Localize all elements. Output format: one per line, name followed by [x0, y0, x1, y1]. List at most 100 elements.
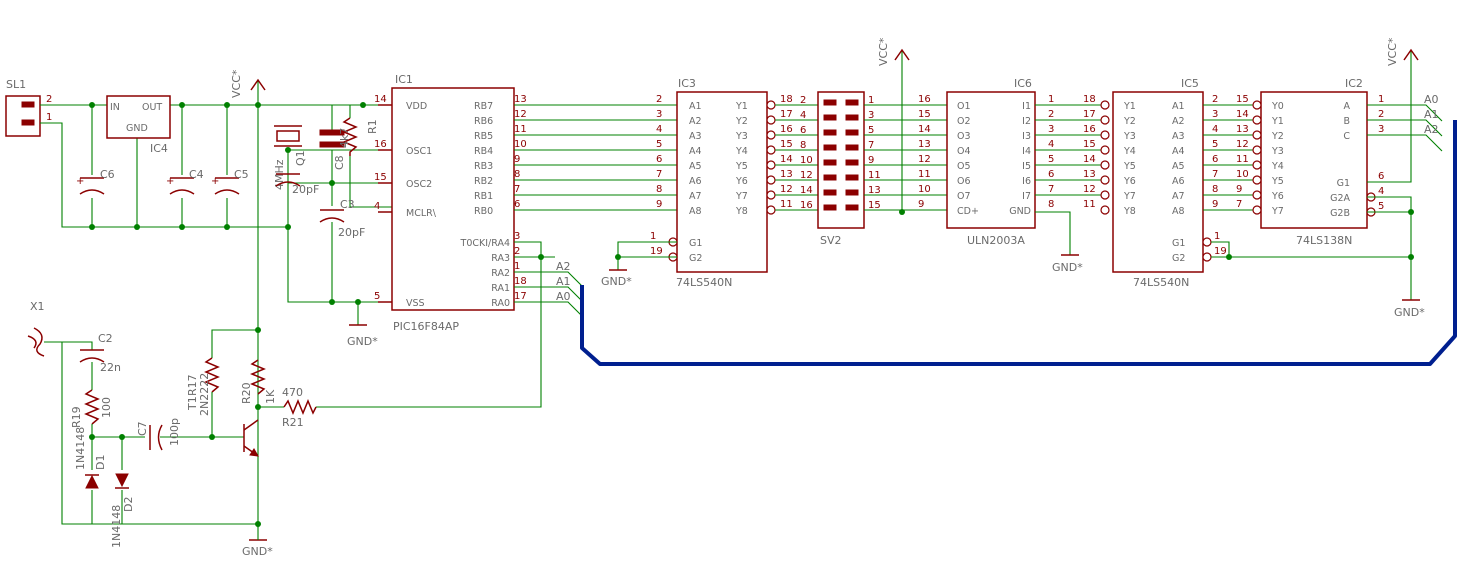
ic5-pin-number: 4	[1212, 124, 1218, 135]
ic3-pin-label: A8	[689, 206, 702, 217]
junction	[119, 434, 125, 440]
ic1-pin-label: RA3	[491, 253, 510, 264]
ic6-pin-number: 15	[918, 109, 931, 120]
sv2-pin-number: 12	[800, 170, 813, 181]
bus-label-a1-left: A1	[556, 275, 571, 288]
inverter-bubble	[766, 100, 776, 110]
ic1-pin-label: RA0	[491, 298, 510, 309]
resistor-r17	[204, 357, 220, 393]
ic1-pin-label: VSS	[406, 298, 425, 309]
ic1-pin-number: 1	[514, 261, 520, 272]
inverter-bubble	[1252, 130, 1262, 140]
r20-label: R20	[240, 382, 253, 404]
ic5-pin-label: Y1	[1123, 101, 1136, 112]
junction	[179, 224, 185, 230]
reg-gnd-label: GND	[126, 123, 148, 134]
oscillator-section: Q1 4MHz 20pF C8 R1 4k7 C3 20pF GND*	[273, 102, 392, 348]
sv2-pin-number: 6	[800, 125, 806, 136]
sv2-pin-number: 10	[800, 155, 813, 166]
capacitor-c4: +	[166, 176, 195, 195]
ic2-chip: IC2 74LS138N 15Y014Y113Y212Y311Y410Y59Y6…	[1203, 77, 1384, 247]
c7-label: C7	[136, 421, 149, 436]
ic2-pin-number: 6	[1378, 171, 1384, 182]
ic3-pin-label: A2	[689, 116, 702, 127]
ic2-pin-label: Y3	[1271, 146, 1284, 157]
inverter-bubble	[1100, 190, 1110, 200]
ic5-pin-label: A2	[1172, 116, 1185, 127]
ic6-pin-label: O4	[957, 146, 971, 157]
ic6-pin-label: I1	[1022, 101, 1031, 112]
ic2-pin-number: 14	[1236, 109, 1249, 120]
ic1-pin-label: MCLR\	[406, 208, 437, 219]
header-pin	[845, 159, 859, 166]
ic2-pin-number: 4	[1378, 186, 1384, 197]
transistor-t1	[243, 419, 259, 457]
header-pin	[845, 114, 859, 121]
ic1-pin-label: RB1	[474, 191, 493, 202]
ic1-pin-label: RB5	[474, 131, 493, 142]
bus-label-a2-right: A2	[1424, 123, 1439, 136]
svg-text:+: +	[166, 176, 174, 187]
header-pin	[845, 129, 859, 136]
ic6-pin-number: 4	[1048, 139, 1054, 150]
junction	[615, 254, 621, 260]
header-pin	[845, 174, 859, 181]
gnd-label: GND*	[347, 335, 378, 348]
ic6-pin-label: O1	[957, 101, 971, 112]
ic5-pin-number: 13	[1083, 169, 1096, 180]
q1-label: Q1	[294, 150, 307, 166]
ic3-pin-number: 17	[780, 109, 793, 120]
x1-label: X1	[30, 300, 45, 313]
vcc-arrow-icon	[894, 48, 910, 61]
ic1-pin-number: 2	[514, 246, 520, 257]
ic1-pin-number: 10	[514, 139, 527, 150]
ic1-value: PIC16F84AP	[393, 320, 459, 333]
sv2-ref: SV2	[820, 234, 842, 247]
inverter-bubble	[1100, 175, 1110, 185]
ic3-pin-label: A3	[689, 131, 702, 142]
inverter-bubble	[766, 205, 776, 215]
connector-sl1	[5, 95, 41, 137]
c4-label: C4	[189, 168, 204, 181]
ic5-body	[1112, 91, 1204, 273]
ic1-pin-number: 6	[514, 199, 520, 210]
wire	[349, 156, 392, 208]
ic6-pin-number: 7	[1048, 184, 1054, 195]
junction	[355, 299, 361, 305]
ic5-pin-number: 7	[1212, 169, 1218, 180]
ic6-pin-label: I5	[1022, 161, 1031, 172]
junction	[224, 102, 230, 108]
inverter-bubble	[1100, 115, 1110, 125]
ic3-pin-number: 2	[656, 94, 662, 105]
ic2-ref: IC2	[1345, 77, 1363, 90]
ic6-pin-number: 8	[1048, 199, 1054, 210]
ic6-pin-label: O5	[957, 161, 971, 172]
ic1-pin-label: RB7	[474, 101, 493, 112]
wire	[1367, 134, 1443, 152]
ic6-ref: IC6	[1014, 77, 1032, 90]
inverter-bubble	[1252, 100, 1262, 110]
header-pin	[845, 144, 859, 151]
capacitor-c1	[275, 173, 301, 187]
ic5-pin-number: 16	[1083, 124, 1096, 135]
ic2-pin-label: Y4	[1271, 161, 1284, 172]
junction	[899, 209, 905, 215]
wire	[40, 122, 288, 228]
svg-text:+: +	[76, 176, 84, 187]
junction	[538, 254, 544, 260]
inverter-bubble	[1202, 237, 1212, 247]
ic2-pin-label: B	[1343, 116, 1350, 127]
ic5-pin-number: 18	[1083, 94, 1096, 105]
resistor-r21	[283, 399, 317, 415]
ic5-pin-label: Y4	[1123, 146, 1136, 157]
ic2-address-wires: A0 A1 A2	[1367, 93, 1443, 152]
inverter-bubble	[1252, 145, 1262, 155]
c3-value: 20pF	[338, 226, 365, 239]
ic2-pin-label: G2B	[1330, 208, 1350, 219]
ic1-ref: IC1	[395, 73, 413, 86]
inverter-bubble	[1100, 205, 1110, 215]
ic5-pin-label: A6	[1172, 176, 1185, 187]
ic3-pin-label: G2	[689, 253, 702, 264]
